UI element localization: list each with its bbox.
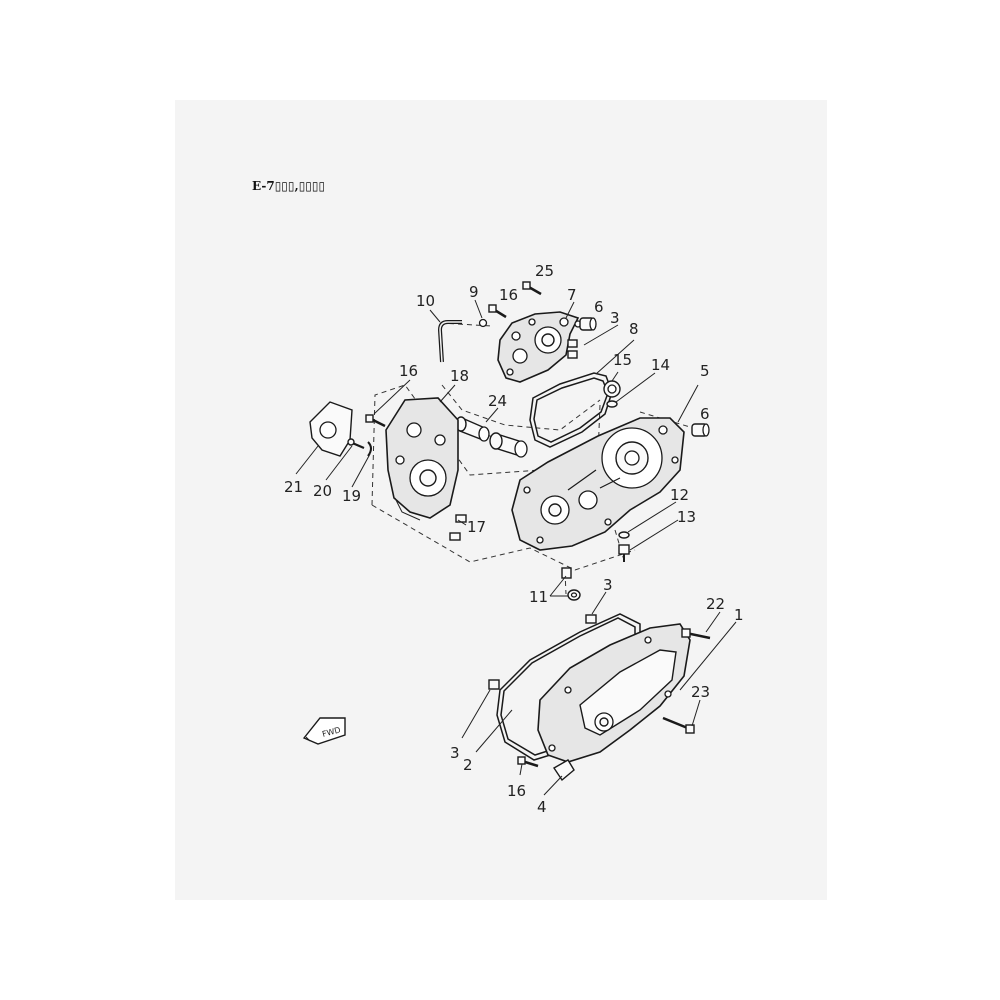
screw-20 xyxy=(347,438,365,450)
part-labels: 25 9 16 7 10 6 3 8 15 14 5 16 18 24 6 21… xyxy=(284,262,744,816)
bolt-16-top xyxy=(488,304,507,319)
transmission-cover-7 xyxy=(497,311,582,383)
fwd-arrow-icon: FWD xyxy=(302,717,346,745)
bearing-24-b xyxy=(489,432,528,458)
drawing-sheet xyxy=(175,100,827,900)
gasket-8 xyxy=(529,372,613,448)
bolt-16-left xyxy=(365,414,386,428)
part-number-4: 4 xyxy=(537,798,547,816)
part-number-11: 11 xyxy=(529,588,548,606)
dowel-6-top xyxy=(579,317,597,331)
part-number-16-bottom: 16 xyxy=(507,782,526,800)
part-number-9: 9 xyxy=(469,283,479,301)
breather-tube xyxy=(437,320,462,363)
part-number-24: 24 xyxy=(488,392,507,410)
part-number-10: 10 xyxy=(416,292,435,310)
washer-14 xyxy=(606,400,618,408)
part-number-6-top: 6 xyxy=(594,298,604,316)
part-number-12: 12 xyxy=(670,486,689,504)
part-number-13: 13 xyxy=(677,508,696,526)
part-number-14: 14 xyxy=(651,356,670,374)
diagram-title: E-7▯▯▯,▯▯▯▯ xyxy=(252,179,326,193)
part-number-18: 18 xyxy=(450,367,469,385)
part-number-16-top: 16 xyxy=(499,286,518,304)
part-number-22: 22 xyxy=(706,595,725,613)
clip-9 xyxy=(478,318,488,328)
seal-15 xyxy=(603,380,621,398)
part-number-3-top: 3 xyxy=(610,309,620,327)
part-number-1: 1 xyxy=(734,606,744,624)
plug-4 xyxy=(553,759,575,782)
crankcase-5 xyxy=(511,417,685,551)
part-number-19: 19 xyxy=(342,487,361,505)
bolt-23 xyxy=(662,716,695,734)
nut-11 xyxy=(561,567,581,601)
pin-3-top xyxy=(567,339,578,359)
part-number-23: 23 xyxy=(691,683,710,701)
clip-19 xyxy=(367,441,372,457)
part-number-20: 20 xyxy=(313,482,332,500)
part-number-17: 17 xyxy=(467,518,486,536)
part-number-8: 8 xyxy=(629,320,639,338)
clutch-cover-1 xyxy=(537,623,691,763)
bolt-22 xyxy=(681,628,711,640)
part-number-5: 5 xyxy=(700,362,710,380)
washer-12 xyxy=(618,531,630,539)
part-number-21: 21 xyxy=(284,478,303,496)
drain-bolt-13 xyxy=(618,544,630,562)
bolt-16-bottom xyxy=(517,756,539,768)
plate-21 xyxy=(309,401,353,457)
pin-17 xyxy=(449,514,467,541)
pin-3-left xyxy=(488,679,500,690)
pin-3-mid xyxy=(585,614,597,624)
leader-lines xyxy=(295,299,737,796)
part-number-6-right: 6 xyxy=(700,405,710,423)
part-number-15: 15 xyxy=(613,351,632,369)
crankcase-18 xyxy=(385,397,459,521)
part-number-2: 2 xyxy=(463,756,473,774)
dowel-6-right xyxy=(691,423,710,437)
part-number-3-mid: 3 xyxy=(603,576,613,594)
part-number-3-left: 3 xyxy=(450,744,460,762)
part-number-16-left: 16 xyxy=(399,362,418,380)
bolt-25 xyxy=(522,281,542,296)
part-number-7: 7 xyxy=(567,286,577,304)
part-number-25: 25 xyxy=(535,262,554,280)
bearing-24-a xyxy=(455,416,490,442)
